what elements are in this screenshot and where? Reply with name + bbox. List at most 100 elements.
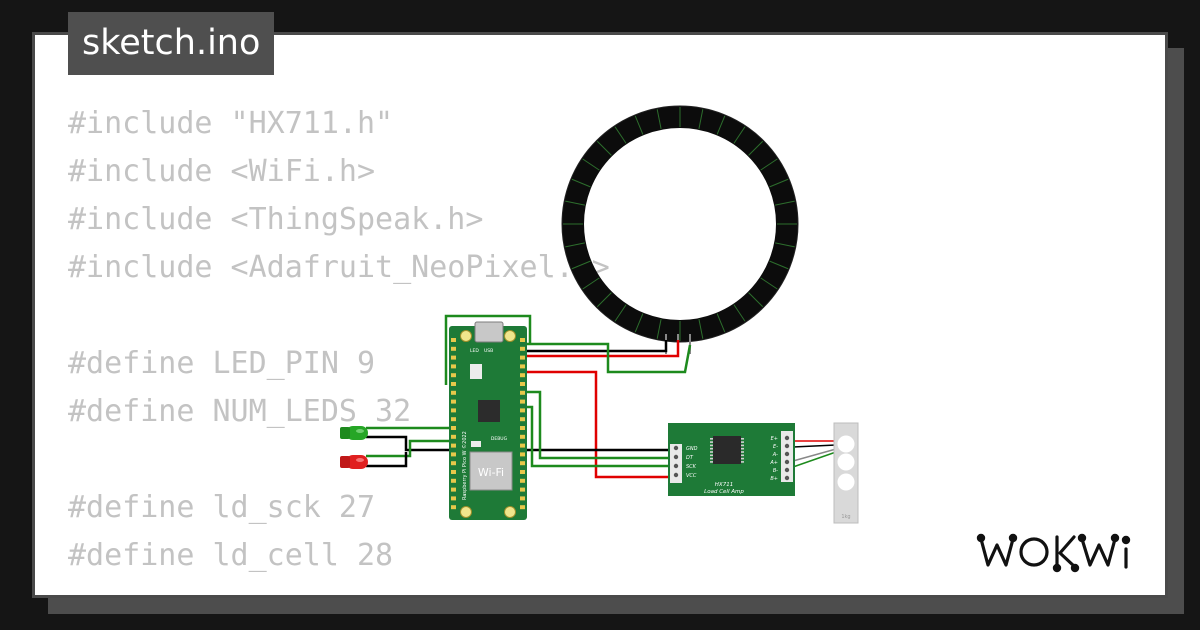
pico-pin-right	[520, 417, 525, 422]
led-red[interactable]	[340, 455, 368, 469]
chip-leg	[741, 444, 744, 447]
ring-divider	[716, 115, 726, 135]
ring-pixel-dividers	[563, 107, 797, 341]
ring-divider	[769, 178, 789, 188]
debug-header	[471, 441, 481, 447]
pico-pin-right	[520, 346, 525, 351]
pico-pin-right	[520, 443, 525, 448]
pico-pin-left	[451, 382, 456, 386]
chip-leg	[710, 451, 713, 453]
board-model-label: Raspberry Pi Pico W ©2022	[461, 431, 468, 500]
mount-hole	[460, 506, 472, 518]
led-green[interactable]	[340, 426, 368, 440]
wire-ring-data	[516, 342, 692, 374]
editor-preview-card	[32, 32, 1168, 598]
load-cell-hole	[837, 453, 855, 471]
pico-pin-right	[520, 373, 525, 378]
ring-divider	[582, 277, 600, 290]
hx711-right-pin	[784, 459, 790, 465]
wire-hx-dt	[518, 390, 674, 460]
bootsel-button[interactable]	[470, 364, 482, 379]
pico-pin-right	[520, 364, 525, 369]
pico-pin-left	[451, 487, 456, 492]
wire-ring-gnd	[511, 340, 668, 353]
wires	[366, 314, 837, 479]
pico-pin-left	[451, 443, 456, 448]
pico-pin-right	[520, 470, 525, 474]
rp2040-chip	[478, 400, 500, 422]
wifi-label: Wi-Fi	[478, 466, 504, 479]
pico-pin-left	[451, 390, 456, 395]
pico-pin-right	[520, 461, 525, 466]
ring-divider	[775, 200, 795, 206]
pico-pin-right	[520, 355, 525, 360]
hx711-pin-a-minus: A-	[772, 452, 778, 458]
ring-divider	[698, 109, 704, 129]
code-line-2: #include <WiFi.h>	[68, 154, 376, 189]
hx711-left-pins	[673, 445, 679, 478]
wire-ring-vcc	[511, 340, 680, 358]
load-cell-hole	[837, 473, 855, 491]
wire-cell-green	[792, 451, 837, 468]
ring-divider	[748, 292, 764, 308]
chip-leg	[710, 457, 713, 460]
hx711-right-pin	[784, 451, 790, 457]
ring-divider	[656, 109, 662, 129]
raspberry-pi-pico-w[interactable]: Wi-Fi DEBUG LED USB Raspberry Pi Pico W …	[449, 321, 527, 520]
ring-divider	[565, 242, 585, 248]
file-tab[interactable]: sketch.ino	[68, 12, 275, 75]
wire-led-green-cathode	[366, 435, 456, 452]
pico-pin-left	[451, 478, 456, 483]
ring-divider	[769, 260, 789, 270]
ring-divider	[748, 140, 764, 156]
pico-pin-left	[451, 355, 456, 360]
hx711-right-pins	[784, 435, 790, 481]
pico-pin-right	[520, 487, 525, 492]
chip-leg	[710, 461, 713, 463]
hx711-pin-a-plus: A+	[769, 460, 778, 466]
ring-divider	[571, 260, 591, 270]
pico-pin-right	[520, 338, 525, 342]
hx711-chip-legs	[710, 438, 744, 463]
code-line-6: #define LED_PIN 9	[68, 346, 376, 381]
pico-pin-left	[451, 399, 456, 404]
hx711-right-header	[781, 431, 793, 482]
hx711-left-pin	[673, 472, 679, 478]
hx711-right-pin	[784, 467, 790, 473]
wokwi-logo	[975, 527, 1151, 577]
ring-divider	[760, 277, 778, 290]
code-line-4: #include <Adafruit_NeoPixel.h>	[68, 250, 610, 285]
pico-pin-left	[451, 470, 456, 474]
hx711-subtitle: Load Cell Amp	[704, 489, 744, 495]
pico-pin-right	[520, 496, 525, 501]
mount-hole	[504, 506, 516, 518]
pico-pin-left	[451, 505, 456, 510]
ring-divider	[733, 304, 746, 322]
pico-pin-right	[520, 382, 525, 386]
hx711-chip	[713, 436, 741, 464]
code-view: #include "HX711.h"#include <WiFi.h>#incl…	[68, 100, 610, 580]
hx711-pin-b-minus: B-	[773, 468, 778, 474]
ring-divider	[614, 304, 627, 322]
hx711-pin-dt: DT	[686, 455, 694, 461]
pico-pin-left	[451, 338, 456, 342]
code-line-3: #include <ThingSpeak.h>	[68, 202, 484, 237]
code-line-9: #define ld_sck 27	[68, 490, 376, 525]
chip-leg	[741, 454, 744, 457]
usb-port	[474, 321, 504, 343]
pico-pin-left	[451, 496, 456, 501]
hx711-pin-sck: SCK	[686, 464, 697, 470]
load-cell-hole	[837, 435, 855, 453]
ring-divider	[634, 115, 644, 135]
neopixel-ring[interactable]	[561, 105, 799, 354]
pico-pin-right	[520, 390, 525, 395]
mount-hole	[504, 330, 516, 342]
chip-leg	[710, 441, 713, 443]
pico-pin-right	[520, 478, 525, 483]
ring-divider	[571, 178, 591, 188]
hx711-load-cell-amp[interactable]: GND DT SCK VCC E+ E- A- A+ B- B+ HX711 L…	[668, 423, 795, 496]
load-cell[interactable]: 1kg	[833, 422, 859, 524]
hx711-left-pin	[673, 445, 679, 451]
pico-pin-left	[451, 461, 456, 466]
